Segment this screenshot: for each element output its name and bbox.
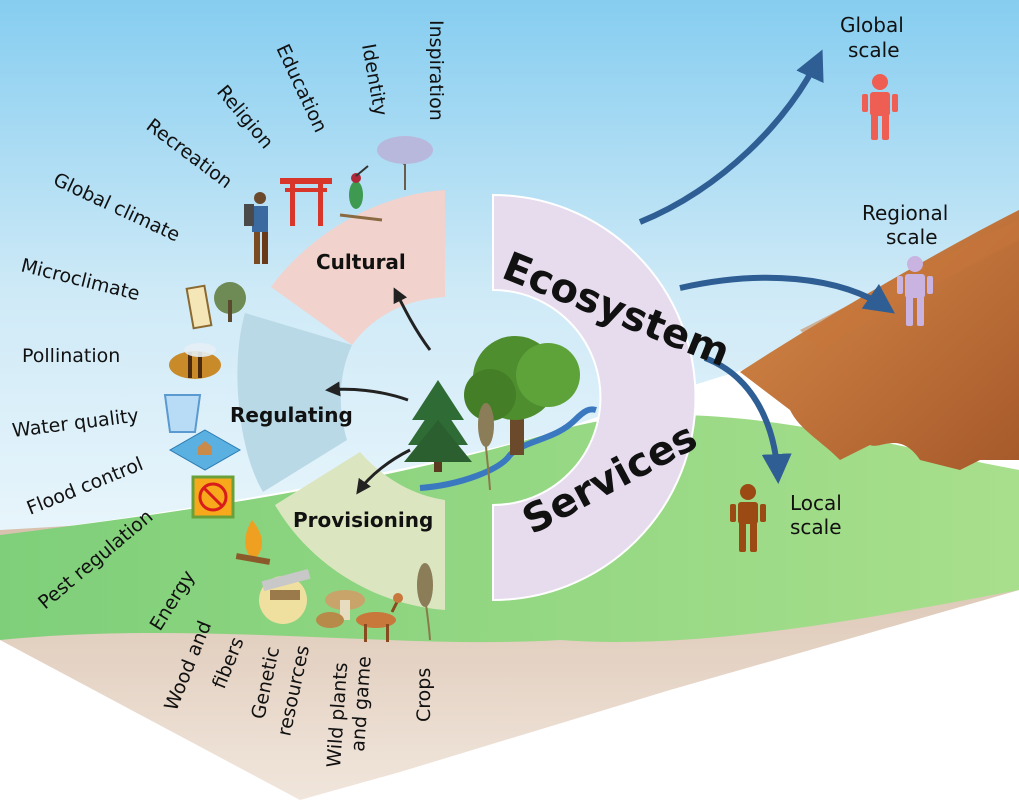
scale-label-local-1: Local: [790, 491, 842, 515]
bee-icon: [169, 343, 221, 379]
water-glass-icon: [163, 394, 202, 433]
scale-label-global-1: Global: [840, 13, 904, 37]
regulating-segment: [237, 313, 352, 492]
oak-tree-icon: [464, 336, 580, 455]
wheat-icon: [478, 403, 494, 491]
person-icon-local: [730, 484, 766, 552]
hiker-icon: [244, 192, 268, 264]
thermometer-icon: [185, 282, 246, 330]
pine-tree-icon: [404, 380, 472, 472]
segment-label-provisioning: Provisioning: [293, 508, 433, 532]
hummingbird-icon: [339, 165, 383, 222]
person-icon-global: [862, 74, 898, 140]
label-inspiration: Inspiration: [425, 20, 447, 121]
arrow-to-regulating: [325, 381, 409, 402]
label-pollination: Pollination: [22, 345, 120, 367]
campfire-icon: [235, 520, 271, 565]
cultural-segment: [271, 190, 445, 345]
flood-icon: [168, 429, 242, 471]
scale-label-regional-1: Regional: [862, 201, 948, 225]
arrow-to-global-scale: [638, 49, 824, 225]
arrow-to-cultural: [393, 287, 432, 351]
no-pest-icon: [191, 475, 235, 519]
scale-label-local-2: scale: [790, 515, 842, 539]
mushroom-icon: [316, 590, 365, 628]
segment-label-regulating: Regulating: [230, 403, 353, 427]
segment-label-cultural: Cultural: [316, 250, 406, 274]
saw-icon: [259, 568, 311, 624]
river-icon: [419, 406, 597, 491]
person-icon-regional: [897, 256, 933, 326]
scale-label-global-2: scale: [848, 38, 900, 62]
tree-icon: [377, 136, 433, 190]
label-crops: Crops: [413, 668, 435, 722]
ecosystem-services-arc: [492, 193, 697, 602]
deer-icon: [356, 593, 403, 642]
torii-gate-icon: [280, 178, 332, 226]
arrow-to-regional-scale: [679, 274, 895, 314]
crop-wheat-icon: [417, 563, 433, 641]
scale-label-regional-2: scale: [886, 225, 938, 249]
provisioning-segment: [275, 452, 445, 610]
arrow-to-provisioning: [356, 448, 411, 495]
arrow-to-local-scale: [703, 355, 792, 484]
